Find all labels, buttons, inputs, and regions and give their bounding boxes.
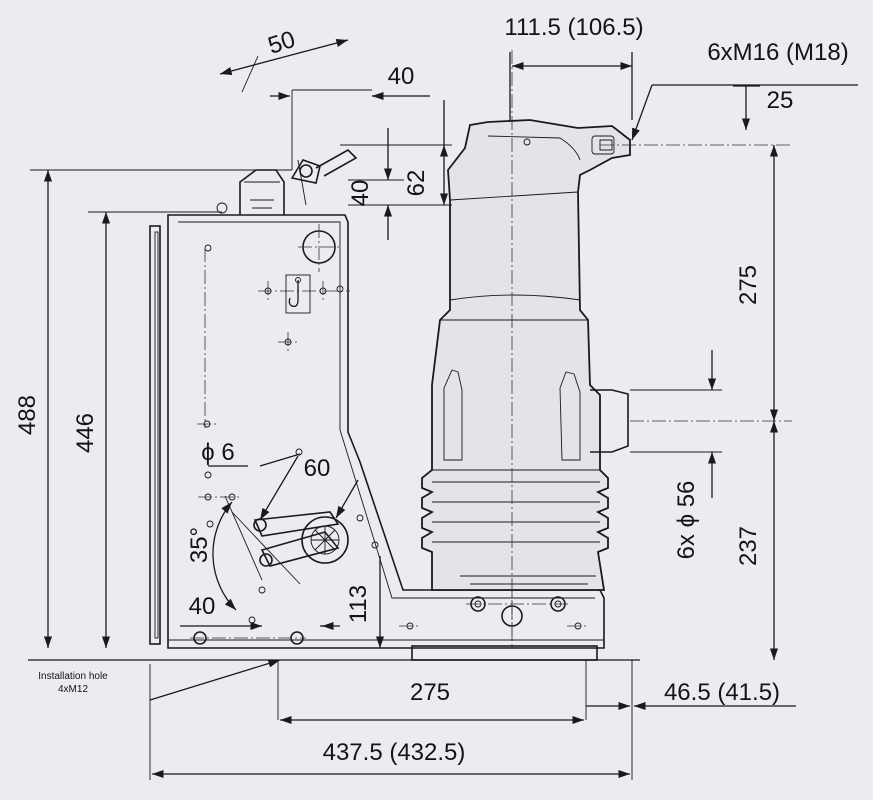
extension-lines <box>30 55 722 780</box>
dim-25: 25 <box>767 87 794 114</box>
dim-40-top: 40 <box>388 63 415 90</box>
dim-275-right: 275 <box>735 265 762 305</box>
dim-6phi56: 6x ϕ 56 <box>673 481 700 560</box>
dim-35deg: 35° <box>186 527 213 563</box>
installation-hole-label: Installation hole <box>38 671 108 682</box>
dim-60: 60 <box>304 455 331 482</box>
dim-237: 237 <box>735 526 762 566</box>
dim-111-5: 111.5 (106.5) <box>504 14 643 41</box>
pole-center-lines <box>511 50 792 648</box>
dim-446: 446 <box>72 413 99 453</box>
dim-437-5: 437.5 (432.5) <box>323 739 466 766</box>
shaft-mechanism <box>224 495 349 585</box>
pole-insulator <box>421 119 631 591</box>
dim-phi6: ϕ 6 <box>201 439 234 466</box>
dim-40-bottom: 40 <box>189 593 216 620</box>
dim-62: 62 <box>403 170 430 197</box>
installation-hole-spec: 4xM12 <box>58 684 88 695</box>
top-linkage <box>216 149 358 215</box>
dim-46-5: 46.5 (41.5) <box>664 679 780 706</box>
dim-275-bottom: 275 <box>410 679 450 706</box>
dimension-lines <box>43 39 858 779</box>
dim-113: 113 <box>345 585 372 623</box>
dim-40-vertical: 40 <box>347 180 374 207</box>
dimension-labels: 111.5 (106.5) 6xM16 (M18) 25 50 40 62 40… <box>14 14 849 766</box>
lifting-hook-icon <box>285 274 311 314</box>
mounting-frame <box>28 214 640 661</box>
dim-488: 488 <box>14 395 41 435</box>
dim-thread: 6xM16 (M18) <box>707 39 848 66</box>
